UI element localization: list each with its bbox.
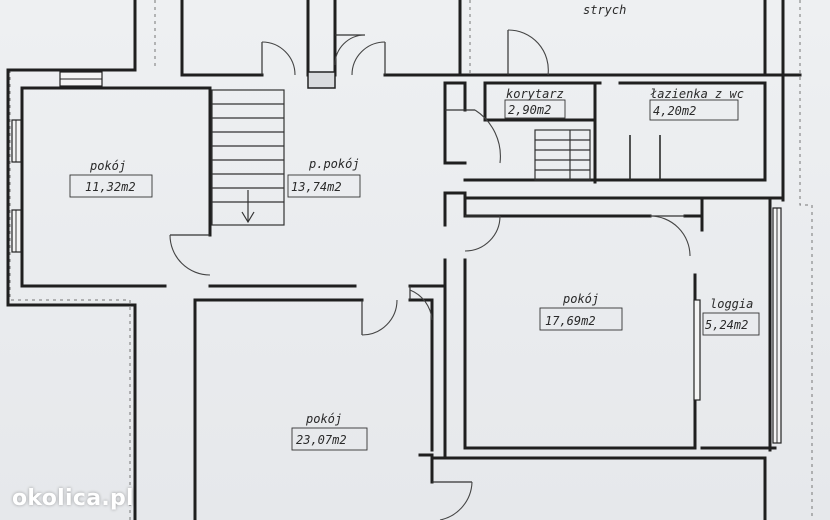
staircase-small bbox=[534, 129, 661, 181]
room-label-lazienka: łazienka z wc 4,20m2 bbox=[649, 87, 744, 121]
room-name: pokój bbox=[89, 159, 126, 173]
room-area: 2,90m2 bbox=[508, 103, 551, 117]
room-name: loggia bbox=[710, 297, 753, 311]
doors bbox=[169, 29, 691, 520]
room-name: p.pokój bbox=[308, 157, 360, 171]
room-label-przedpokoj: p.pokój 13,74m2 bbox=[287, 157, 361, 198]
attic-label-text: strych bbox=[583, 3, 626, 17]
room-area: 11,32m2 bbox=[85, 180, 136, 194]
watermark: okolica.pl bbox=[12, 486, 134, 511]
walls bbox=[6, 0, 802, 520]
room-label-loggia: loggia 5,24m2 bbox=[702, 297, 760, 336]
attic-label: strych bbox=[583, 3, 626, 17]
room-area: 4,20m2 bbox=[653, 104, 696, 118]
room-name: korytarz bbox=[506, 87, 564, 101]
room-area: 17,69m2 bbox=[545, 314, 596, 328]
room-area: 23,07m2 bbox=[296, 433, 347, 447]
room-label-pokoj-1: pokój 11,32m2 bbox=[69, 159, 153, 198]
room-name: łazienka z wc bbox=[650, 87, 744, 101]
room-label-korytarz: korytarz 2,90m2 bbox=[504, 87, 566, 119]
room-label-pokoj-2: pokój 17,69m2 bbox=[539, 292, 623, 331]
windows bbox=[11, 71, 782, 444]
room-area: 5,24m2 bbox=[705, 318, 748, 332]
room-name: pokój bbox=[305, 412, 342, 426]
staircase-main bbox=[211, 89, 285, 226]
room-name: pokój bbox=[562, 292, 599, 306]
room-label-pokoj-3: pokój 23,07m2 bbox=[291, 412, 368, 451]
roof-outline-lines bbox=[9, 0, 813, 520]
room-area: 13,74m2 bbox=[291, 180, 342, 194]
